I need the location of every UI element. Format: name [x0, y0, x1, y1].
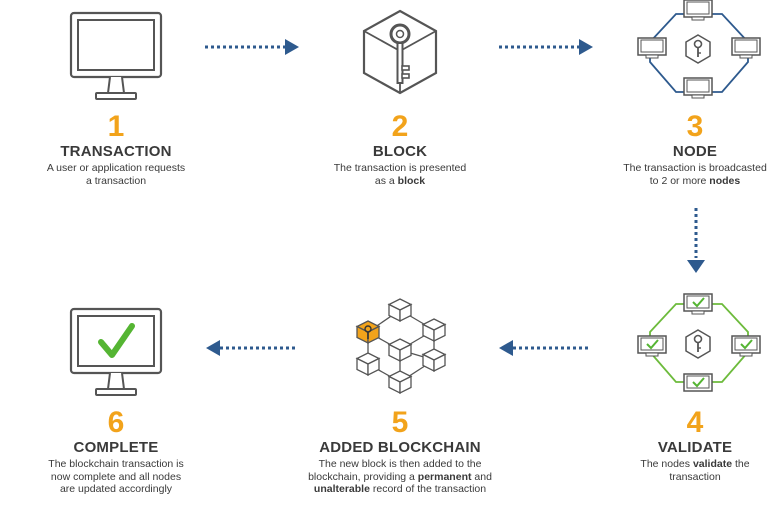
step-number: 6: [107, 406, 125, 439]
node-network-icon: [637, 0, 761, 99]
arrow-left-1-icon: [499, 340, 591, 356]
description-line: unalterable record of the transaction: [313, 483, 487, 495]
arrow-right-1-icon: [205, 39, 299, 55]
emphasis: nodes: [709, 174, 741, 187]
description-line: now complete and all nodes: [50, 470, 182, 483]
step-title: COMPLETE: [73, 439, 159, 456]
description-line: transaction: [669, 470, 721, 483]
step-number: 1: [107, 110, 125, 143]
key-cube-icon: [362, 9, 438, 95]
description-line: as a block: [374, 174, 426, 187]
emphasis: unalterable: [313, 483, 370, 495]
step-title: NODE: [672, 143, 718, 160]
block-cube-icon: [387, 370, 413, 395]
block-cube-icon: [387, 298, 413, 323]
step-number: 2: [391, 110, 409, 143]
monitor-check-icon: [69, 307, 163, 396]
arrow-down-icon: [687, 208, 705, 273]
description-line: The nodes validate the: [640, 458, 750, 470]
highlighted-block-icon: [355, 320, 381, 345]
emphasis: validate: [692, 458, 733, 470]
description-line: to 2 or more nodes: [649, 174, 741, 187]
block-cube-icon: [421, 318, 447, 343]
description-line: A user or application requests: [46, 162, 186, 174]
description-line: The transaction is broadcasted: [623, 162, 767, 174]
arrow-left-2-icon: [206, 340, 298, 356]
emphasis: permanent: [417, 470, 472, 483]
step-1: 1 TRANSACTION A user or application requ…: [16, 112, 216, 187]
description-line: The blockchain transaction is: [48, 458, 184, 470]
step-number: 3: [686, 110, 704, 143]
step-title: ADDED BLOCKCHAIN: [319, 439, 481, 456]
step-title: VALIDATE: [657, 439, 733, 456]
emphasis: block: [397, 174, 426, 187]
block-cube-icon: [355, 352, 381, 377]
description-line: a transaction: [85, 174, 147, 187]
step-number: 4: [686, 406, 704, 439]
description-line: blockchain, providing a permanent and: [308, 470, 492, 483]
arrow-right-2-icon: [499, 39, 593, 55]
blockchain-icon: [355, 298, 447, 395]
step-title: BLOCK: [372, 143, 428, 160]
step-6: 6 COMPLETE The blockchain transaction is…: [16, 408, 216, 496]
monitor-icon: [69, 11, 163, 100]
step-number: 5: [391, 406, 409, 439]
block-cube-icon: [421, 348, 447, 373]
step-5: 5 ADDED BLOCKCHAIN The new block is then…: [290, 408, 510, 496]
description-line: are updated accordingly: [59, 483, 173, 495]
description-line: The transaction is presented: [333, 162, 467, 174]
validated-network-icon: [637, 293, 761, 392]
step-title: TRANSACTION: [60, 143, 172, 160]
description-line: The new block is then added to the: [318, 458, 482, 470]
block-cube-icon: [387, 338, 413, 363]
